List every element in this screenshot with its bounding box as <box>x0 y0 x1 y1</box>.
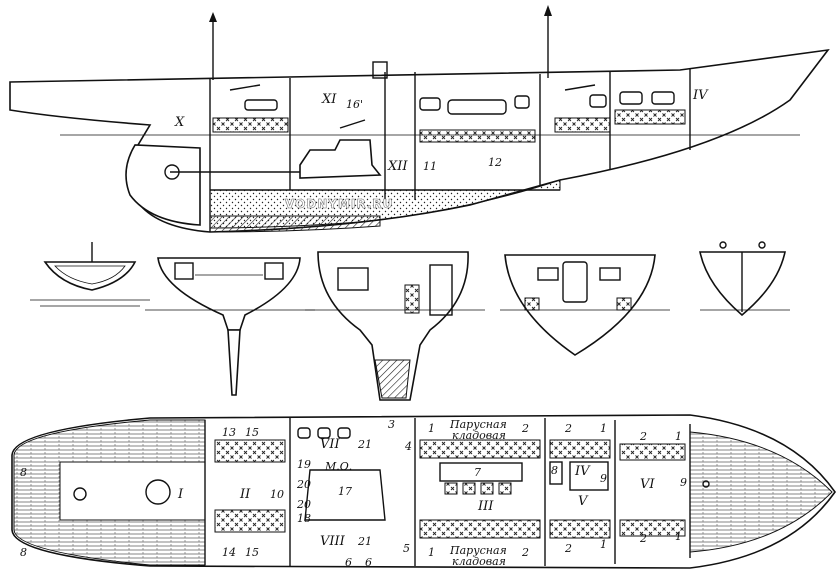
plan-num: 1 <box>428 546 435 559</box>
plan-num: 1 <box>675 430 682 443</box>
plan-label-iv: IV <box>574 464 591 479</box>
plan-num: 2 <box>639 532 647 545</box>
plan-num: 15 <box>245 426 259 439</box>
plan-num: 10 <box>270 488 284 501</box>
plan-num: 19 <box>297 458 311 471</box>
plan-num: 2 <box>521 546 529 559</box>
plan-num: 1 <box>428 422 435 435</box>
plan-num: 13 <box>222 426 236 439</box>
plan-num: 21 <box>357 438 372 451</box>
plan-num: 17 <box>338 485 352 498</box>
airflow-arrow <box>564 84 596 91</box>
plan-num: 5 <box>403 542 410 555</box>
sail-store-top-2: кладовая <box>452 429 506 442</box>
plan-num: 9 <box>680 476 687 489</box>
cockpit <box>59 461 206 521</box>
window <box>244 99 278 111</box>
profile-rudder <box>125 144 201 226</box>
berth <box>419 129 536 143</box>
section-cockpit <box>145 257 315 396</box>
plan-num: 9 <box>600 472 607 485</box>
plan-label-iii: III <box>477 499 494 514</box>
plan-label-v: V <box>578 494 589 509</box>
profile-label-x: X <box>174 115 185 130</box>
watermark: VODNYMIR.RU <box>285 197 393 211</box>
sail-store-top-1: Парусная <box>449 418 507 431</box>
engine <box>299 139 382 179</box>
profile-num-11: 11 <box>423 160 437 173</box>
plan-num: 1 <box>675 530 682 543</box>
propeller <box>164 164 180 180</box>
plan-num: 1 <box>600 538 607 551</box>
section-saloon <box>500 254 670 356</box>
plan-num: 7 <box>474 466 481 479</box>
engine-room-label: М.О. <box>324 460 352 473</box>
plan-num: 14 <box>222 546 236 559</box>
window <box>589 94 607 108</box>
plan-view: Парусная кладовая Парусная кладовая М.О.… <box>11 414 836 569</box>
section-bow <box>699 241 790 317</box>
sail-store-bottom-2: кладовая <box>452 555 506 568</box>
plan-label-vi: VI <box>640 477 655 492</box>
window <box>651 91 675 105</box>
airflow-arrow <box>229 84 261 91</box>
plan-label-viii: VIII <box>320 534 346 549</box>
sail-store-bottom-1: Парусная <box>449 544 507 557</box>
arrow-up-icon <box>544 5 552 16</box>
berth <box>212 117 289 133</box>
profile-num-16: 16' <box>346 98 363 111</box>
profile-label-iv: IV <box>692 88 709 103</box>
plan-label-vii: VII <box>320 437 341 452</box>
profile-view: X XI XII IV 16' 11 12 VODNYMIR.RU <box>9 5 830 233</box>
plan-num: 6 <box>345 556 352 569</box>
plan-num: 15 <box>245 546 259 559</box>
profile-label-xi: XI <box>321 92 337 107</box>
plan-num: 21 <box>357 535 372 548</box>
section-engine-room <box>305 251 485 401</box>
cross-sections <box>30 241 790 401</box>
profile-label-xii: XII <box>387 159 408 174</box>
plan-num: 1 <box>600 422 607 435</box>
saloon-table <box>439 462 523 482</box>
plan-num: 3 <box>388 418 395 431</box>
plan-num: 20 <box>296 498 311 511</box>
plan-num: 8 <box>20 466 27 479</box>
plan-num: 8 <box>20 546 27 559</box>
airflow-arrow <box>339 119 366 129</box>
plan-label-ii: II <box>239 487 251 502</box>
plan-num: 18 <box>297 512 311 525</box>
plan-num: 2 <box>521 422 529 435</box>
section-stern <box>30 242 150 307</box>
steering-wheel <box>145 479 171 505</box>
mast-step <box>372 61 388 79</box>
plan-num: 6 <box>365 556 372 569</box>
window <box>619 91 643 105</box>
berth <box>554 117 611 133</box>
engine-room <box>304 469 386 521</box>
berth <box>614 109 686 125</box>
plan-num: 20 <box>296 478 311 491</box>
plan-label-i: I <box>177 487 184 502</box>
window <box>514 95 530 109</box>
plan-num: 2 <box>564 422 572 435</box>
plan-fore-deck <box>689 431 833 553</box>
window <box>447 99 507 115</box>
arrow-up-icon <box>209 12 217 22</box>
plan-num: 2 <box>639 430 647 443</box>
plan-num: 2 <box>564 542 572 555</box>
plan-num: 4 <box>404 440 412 453</box>
plan-num: 8 <box>551 464 558 477</box>
profile-ballast-hatch <box>209 215 381 233</box>
winch <box>73 487 87 501</box>
window <box>419 97 441 111</box>
profile-num-12: 12 <box>488 156 502 169</box>
